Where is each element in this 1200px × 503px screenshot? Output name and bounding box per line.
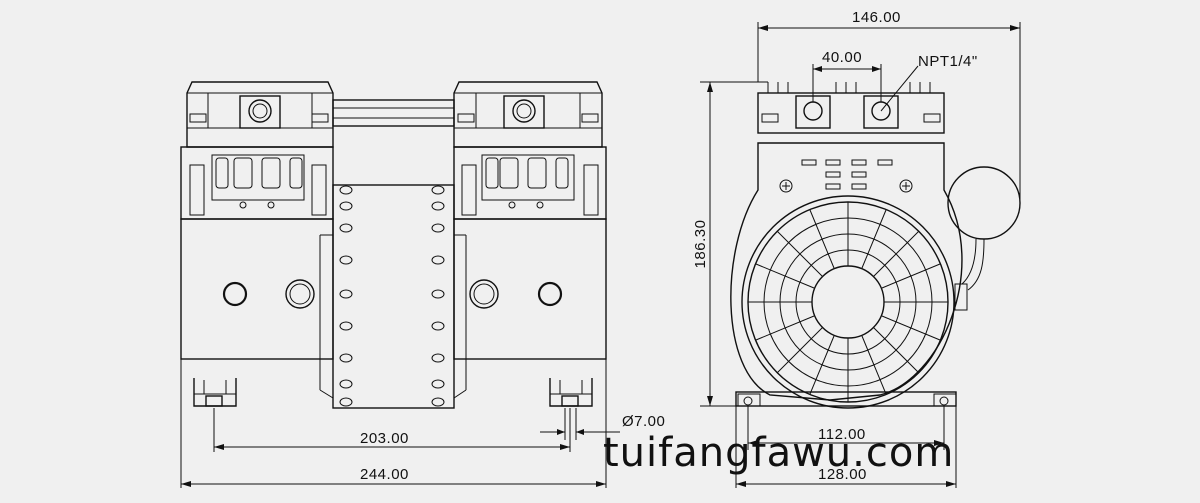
dimension-base-width-front: 128.00 [818, 466, 867, 483]
screw-icon [899, 179, 913, 193]
housing-fin-slots [339, 185, 445, 407]
dimension-overall-width: 146.00 [852, 9, 901, 26]
screw-icon [779, 179, 793, 193]
dimension-height: 186.30 [692, 220, 709, 269]
front-view [730, 82, 1021, 409]
side-view [180, 81, 607, 409]
head-fins [767, 82, 931, 93]
dimension-port-spacing: 40.00 [822, 49, 862, 66]
front-dimensions [700, 22, 1021, 488]
dimension-port-thread: NPT1/4" [918, 53, 978, 70]
dimension-mount-spacing-front: 112.00 [818, 426, 866, 443]
dimension-mount-spacing-side: 203.00 [360, 430, 409, 447]
dimension-overall-length: 244.00 [360, 466, 409, 483]
side-dimensions [180, 378, 620, 488]
dimension-hole-diameter: Ø7.00 [622, 413, 665, 430]
fan-grille [741, 195, 955, 409]
watermark-text: tuifangfawu.com [603, 430, 955, 476]
